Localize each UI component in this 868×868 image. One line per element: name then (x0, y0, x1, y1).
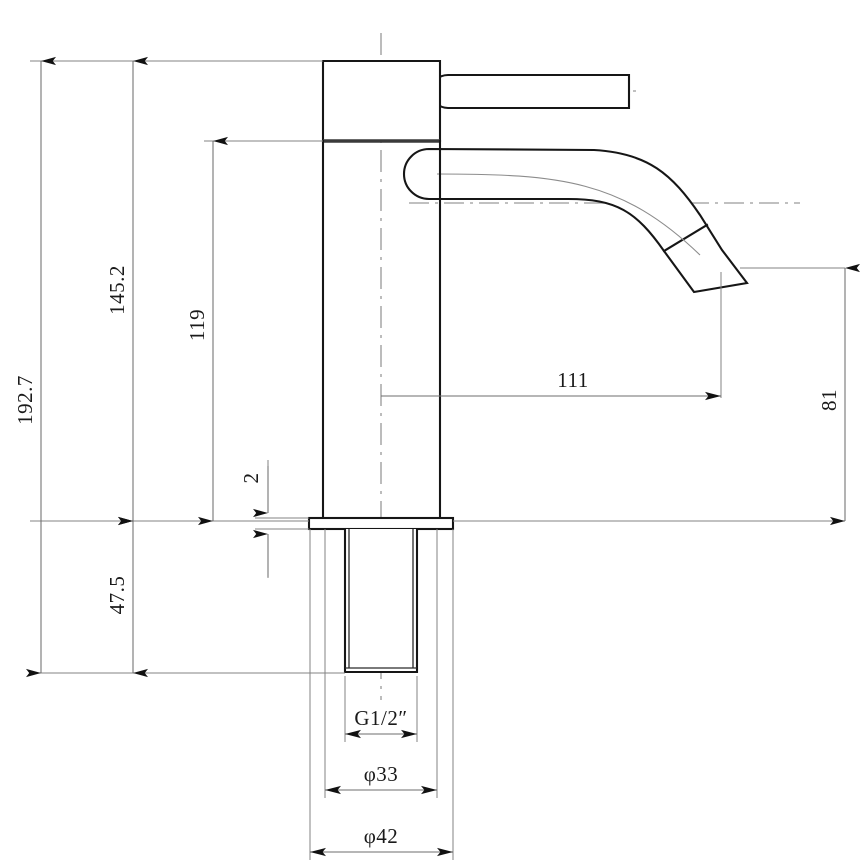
mounting-flange (307, 516, 455, 531)
spout-tube (403, 147, 749, 294)
dim-label-flange-thickness: 2 (239, 473, 263, 484)
dim-shank-length: 47.5 (105, 516, 148, 678)
dim-overall-height: 192.7 (13, 56, 56, 678)
dim-label-shank-length: 47.5 (105, 576, 129, 615)
dim-spout-height: 119 (185, 136, 228, 526)
dim-thread-size: G1/2″ (345, 706, 417, 739)
dim-label-base-diameter: φ42 (364, 824, 399, 848)
dim-outlet-height: 81 (817, 263, 860, 526)
handle-hub (321, 59, 442, 143)
dim-label-spout-height: 119 (185, 309, 209, 341)
spout-inner-guide (436, 173, 701, 256)
faucet-geometry (307, 59, 749, 674)
dim-label-spout-reach: 111 (557, 368, 588, 392)
dim-label-thread-size: G1/2″ (354, 706, 407, 730)
dim-label-body-height: 145.2 (105, 265, 129, 315)
dim-label-outlet-height: 81 (817, 389, 841, 411)
dim-base-diameter: φ42 (310, 824, 453, 857)
dim-spout-reach: 111 (381, 368, 721, 401)
dim-shank-diameter: φ33 (325, 762, 437, 795)
aerator-seam (662, 223, 709, 253)
handle-lever (429, 73, 631, 110)
dim-body-height: 145.2 (105, 56, 148, 526)
dim-flange-thickness: 2 (239, 466, 269, 577)
dim-label-overall-height: 192.7 (13, 375, 37, 425)
column-body (321, 139, 442, 523)
threaded-shank (343, 529, 419, 674)
dim-label-shank-diameter: φ33 (364, 762, 399, 786)
